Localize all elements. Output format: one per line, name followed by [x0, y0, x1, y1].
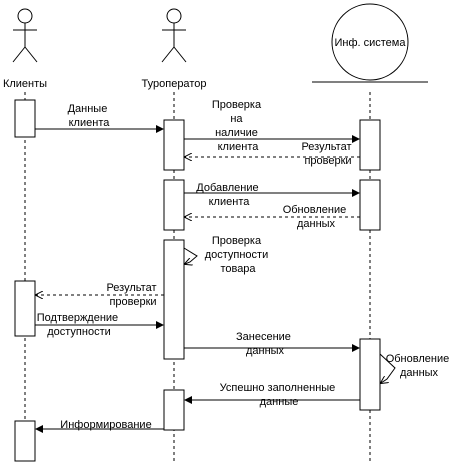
activation-system-2: [359, 179, 381, 231]
activation-operator-4: [163, 389, 185, 431]
message-label-check-client: Проверка на наличие клиента: [212, 99, 264, 153]
message-arrow-self-check: [184, 247, 198, 264]
activation-clients-1: [14, 99, 36, 138]
message-label-client-data: Данные клиента: [68, 103, 111, 129]
participant-system-label: Инф. система: [334, 37, 406, 49]
message-label-availability-result: Результат проверки: [106, 282, 159, 308]
actor-clients-right-leg: [24, 46, 38, 63]
message-label-success: Успешно заполненные данные: [220, 382, 339, 408]
entity-system-circle: [331, 3, 409, 81]
message-label-update-data: Обновление данных: [283, 204, 350, 230]
actor-clients-left-leg: [12, 46, 26, 63]
activation-clients-2: [14, 280, 36, 337]
participant-operator-label: Туроператор: [142, 78, 207, 90]
activation-operator-1: [163, 119, 185, 171]
actor-operator: [161, 8, 187, 63]
message-label-check-result: Результат проверки: [301, 141, 354, 167]
message-label-confirm-availability: Подтверждение доступности: [37, 312, 122, 338]
actor-clients-head: [17, 8, 33, 24]
activation-clients-3: [14, 420, 36, 462]
activation-system-1: [359, 119, 381, 171]
actor-operator-right-leg: [173, 46, 187, 63]
message-label-self-check: Проверка доступности товара: [205, 235, 272, 275]
activation-operator-2: [163, 179, 185, 231]
actor-clients: [12, 8, 38, 63]
actor-operator-head: [166, 8, 182, 24]
activation-system-3: [359, 338, 381, 411]
participant-clients-label: Клиенты: [3, 78, 47, 90]
actor-operator-left-leg: [161, 46, 175, 63]
message-arrow-self-update: [380, 353, 396, 383]
activation-operator-3: [163, 239, 185, 360]
message-label-enter-data: Занесение данных: [236, 331, 294, 357]
message-label-add-client: Добавление клиента: [196, 182, 261, 208]
message-label-self-update: Обновление данных: [386, 353, 453, 379]
message-label-inform: Информирование: [60, 419, 151, 431]
